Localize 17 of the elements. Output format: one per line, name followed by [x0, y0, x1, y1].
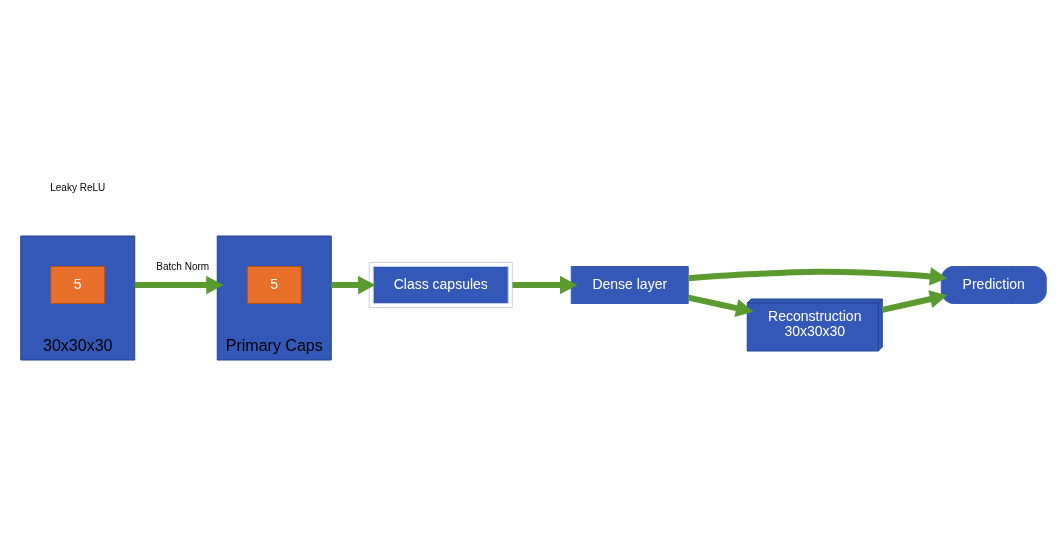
arrow	[134, 275, 224, 295]
arrow	[688, 267, 948, 286]
node-box: 5	[246, 266, 302, 304]
node-box: Prediction	[940, 266, 1047, 304]
cluster	[20, 235, 136, 361]
node-label: 30x30x30	[43, 336, 113, 354]
node-box: 5	[50, 266, 106, 304]
arrow	[687, 294, 754, 318]
node-box: Class capsules	[368, 262, 513, 308]
cluster	[216, 235, 332, 361]
label: Leaky ReLU	[50, 181, 106, 193]
arrow	[331, 275, 376, 295]
edge-label: Batch Norm	[156, 261, 210, 272]
node-label: Primary Caps	[225, 336, 323, 354]
arrow	[881, 290, 948, 313]
node-box: Dense layer	[570, 266, 689, 304]
arrow	[512, 275, 578, 295]
